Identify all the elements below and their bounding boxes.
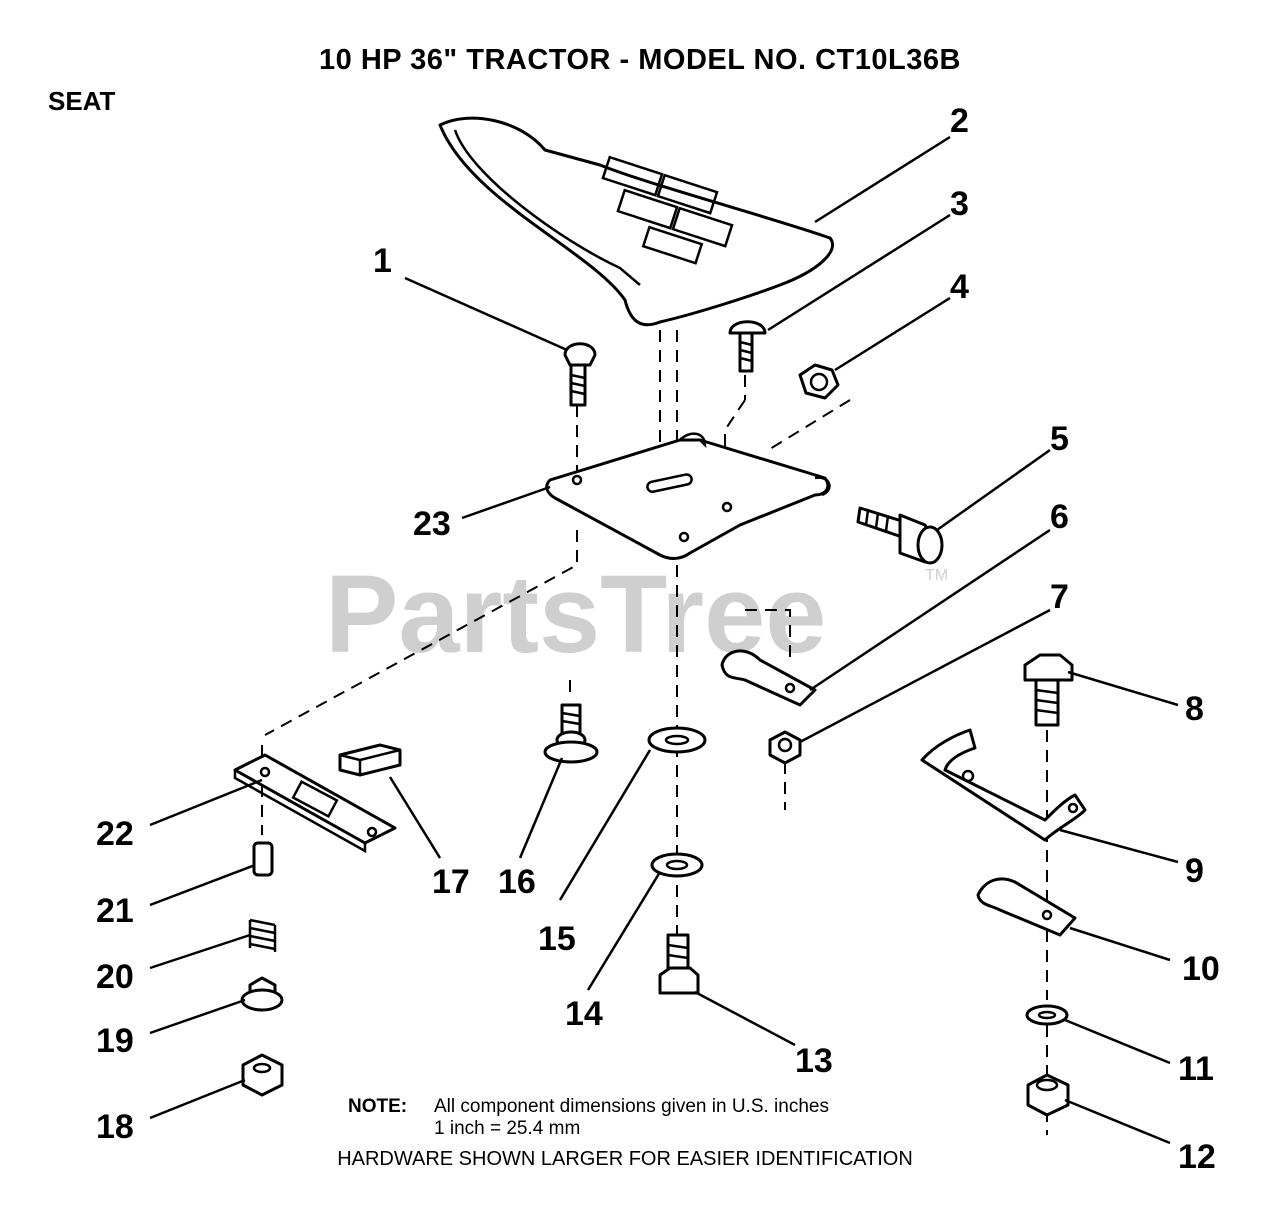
- note-label: NOTE:: [348, 1096, 408, 1117]
- leader-lines: [149, 135, 1179, 1145]
- callout-14: 14: [565, 995, 603, 1033]
- block-part: [338, 743, 402, 777]
- callout-2: 2: [950, 102, 969, 140]
- callout-21: 21: [96, 892, 134, 930]
- lock-nut-part-12: [1026, 1073, 1070, 1117]
- callout-17: 17: [432, 863, 470, 901]
- section-label: SEAT: [48, 86, 116, 116]
- spring-part: [248, 918, 277, 952]
- flange-nut-part-18: [241, 1053, 284, 1097]
- seat-part: [438, 116, 834, 327]
- clip-part: [976, 877, 1077, 937]
- callout-numbers: 1 2 3 4 5 6 7 8 9 10 11 12 13 14 15 16 1…: [96, 102, 1220, 1176]
- callout-13: 13: [795, 1042, 833, 1080]
- flange-nut-part-19: [240, 976, 284, 1012]
- seat-pad-pattern: [601, 155, 734, 265]
- callout-6: 6: [1050, 498, 1069, 536]
- callout-23: 23: [413, 505, 451, 543]
- callout-18: 18: [96, 1108, 134, 1146]
- callout-8: 8: [1185, 690, 1204, 728]
- diagram-title: 10 HP 36" TRACTOR - MODEL NO. CT10L36B: [319, 44, 961, 76]
- hex-bolt-part: [1023, 653, 1074, 727]
- callout-19: 19: [96, 1022, 134, 1060]
- callout-12: 12: [1178, 1138, 1216, 1176]
- callout-7: 7: [1050, 578, 1069, 616]
- mounting-bracket-part: [920, 728, 1087, 842]
- pin-part: [252, 841, 274, 877]
- callout-22: 22: [96, 815, 134, 853]
- note-line-2: 1 inch = 25.4 mm: [434, 1118, 581, 1139]
- nut-part: [798, 363, 840, 400]
- hardware-note: HARDWARE SHOWN LARGER FOR EASIER IDENTIF…: [337, 1148, 913, 1170]
- callout-15: 15: [538, 920, 576, 958]
- callout-3: 3: [950, 185, 969, 223]
- callout-20: 20: [96, 958, 134, 996]
- carriage-bolt-part: [563, 342, 597, 407]
- watermark-trademark: TM: [925, 567, 948, 584]
- washer-part-14: [650, 852, 704, 878]
- callout-5: 5: [1050, 420, 1069, 458]
- callout-1: 1: [373, 242, 392, 280]
- callout-16: 16: [498, 863, 536, 901]
- washer-part-15: [647, 726, 707, 754]
- flange-bolt-part: [543, 703, 599, 764]
- callout-4: 4: [950, 268, 969, 306]
- washer-part-11: [1025, 1004, 1069, 1026]
- note-line-1: All component dimensions given in U.S. i…: [434, 1096, 829, 1117]
- callout-11: 11: [1178, 1050, 1214, 1088]
- screw-part: [728, 320, 767, 373]
- callout-9: 9: [1185, 852, 1204, 890]
- hex-bolt-part-13: [658, 933, 700, 995]
- lock-nut-part: [768, 730, 802, 765]
- slide-plate-part: [233, 753, 397, 854]
- spring-clip-part: [720, 649, 817, 707]
- seat-bracket-part: [545, 432, 831, 560]
- shoulder-bolt-part: [856, 506, 944, 565]
- callout-10: 10: [1182, 950, 1220, 988]
- dimension-note: NOTE: All component dimensions given in U…: [348, 1096, 829, 1140]
